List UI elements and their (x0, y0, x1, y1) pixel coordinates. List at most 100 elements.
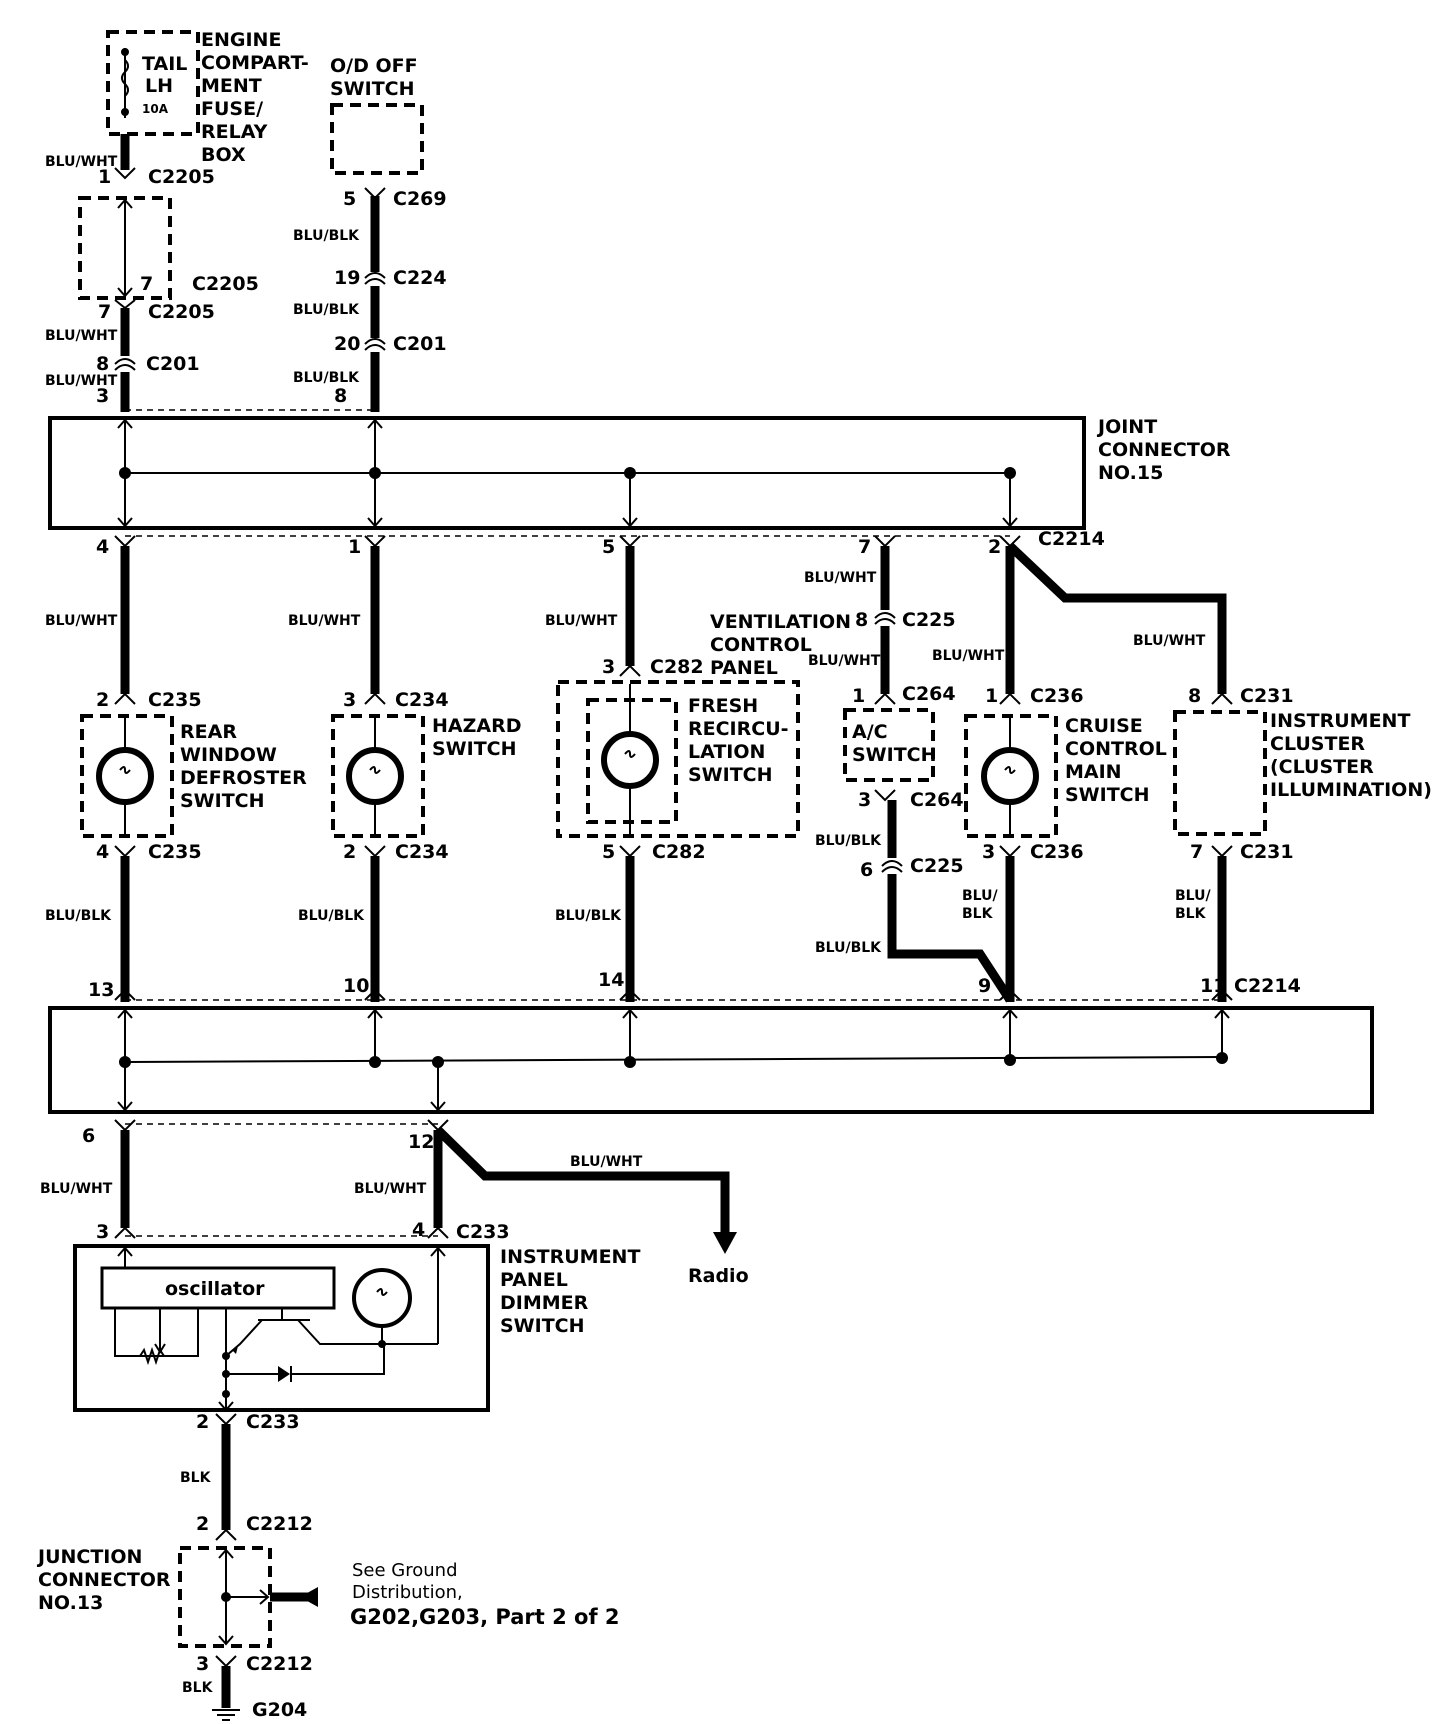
dimmer-title-1: INSTRUMENT (500, 1246, 640, 1268)
wire-label: BLU/BLK (815, 833, 882, 849)
cruise-title-2: CONTROL (1065, 738, 1167, 760)
conn-c264-bot: C264 (910, 789, 964, 811)
conn-c234-top: C234 (395, 689, 449, 711)
jc-low-pin-10: 10 (343, 975, 369, 997)
cruise-title-1: CRUISE (1065, 715, 1143, 737)
conn-c264-top: C264 (902, 683, 956, 705)
fuse-box-title-1: ENGINE (201, 29, 281, 51)
pin-c235-bot: 4 (96, 841, 109, 863)
cluster-title-4: ILLUMINATION) (1270, 779, 1432, 801)
conn-c235-top: C235 (148, 689, 202, 711)
fuse-side: LH (145, 75, 173, 97)
junction13-title-2: CONNECTOR (38, 1569, 171, 1591)
conn-c2205-bot: C2205 (148, 301, 215, 323)
pin-c2205-top: 1 (98, 166, 111, 188)
wire-label: BLU/BLK (293, 302, 360, 318)
hazard-switch: BLU/WHT 3 C234 HAZARD SWITCH 2 C234 BLU/… (288, 546, 522, 1002)
left-feed-wire: BLU/WHT 1 C2205 7 C2205 7 C2205 BLU/WHT … (45, 134, 259, 412)
jc15-title-3: NO.15 (1098, 462, 1163, 484)
pin-c225-top: 8 (855, 609, 868, 631)
ground-note-1: See Ground (352, 1560, 458, 1581)
jc15-pin-4: 4 (96, 536, 109, 558)
ventilation-title-2: CONTROL (710, 634, 812, 656)
conn-c282-bot: C282 (652, 841, 706, 863)
instrument-cluster: BLU/WHT 8 C231 INSTRUMENT CLUSTER (CLUST… (1006, 542, 1432, 1002)
conn-c2205-mid: C2205 (192, 273, 259, 295)
fuse-box-title-2: COMPART- (201, 52, 309, 74)
jc15-pin-7: 7 (858, 536, 871, 558)
defroster-title-2: WINDOW (180, 744, 277, 766)
dimmer-feed-wires: BLU/WHT BLU/WHT BLU/WHT Radio 3 4 C233 (40, 1126, 749, 1287)
dimmer-lamp-icon (352, 1268, 412, 1328)
pin-c234-bot: 2 (343, 841, 356, 863)
lower-joint-connector (48, 1006, 1374, 1114)
pin-c264-bot: 3 (858, 789, 871, 811)
wire-label: BLU/WHT (545, 613, 618, 629)
fuse-box-title-4: FUSE/ (201, 98, 263, 120)
pin-c269: 5 (343, 188, 356, 210)
conn-c224: C224 (393, 267, 447, 289)
dimmer-title-3: DIMMER (500, 1292, 589, 1314)
ground-label: G204 (252, 1699, 307, 1721)
junction13-title-3: NO.13 (38, 1592, 103, 1614)
pin-c264-top: 1 (852, 685, 865, 707)
jc15-pin-1: 1 (348, 536, 361, 558)
fresh-recirc-title-4: SWITCH (688, 764, 773, 786)
jc15-conn-c2214: C2214 (1038, 528, 1105, 550)
hazard-title-1: HAZARD (432, 715, 522, 737)
pin-c236-bot: 3 (982, 841, 995, 863)
wire-label: BLU/WHT (354, 1181, 427, 1197)
pin-c231-top: 8 (1188, 685, 1201, 707)
defroster-title-3: DEFROSTER (180, 767, 307, 789)
wire-label: BLU/BLK (45, 908, 112, 924)
jc15-title-1: JOINT (1096, 416, 1157, 438)
oscillator-label: oscillator (165, 1278, 265, 1300)
conn-c231-top: C231 (1240, 685, 1294, 707)
pin-c2205-bot: 7 (98, 301, 111, 323)
ground-note-2: Distribution, (352, 1582, 463, 1603)
jc-low-pin-6: 6 (82, 1125, 95, 1147)
engine-compartment-fuse-relay-box: TAIL LH 10A ENGINE COMPART- MENT FUSE/ R… (106, 29, 309, 166)
pin-c234-top: 3 (343, 689, 356, 711)
pin-c2212-top: 2 (196, 1513, 209, 1535)
pin-c224: 19 (334, 267, 360, 289)
conn-c225-bot: C225 (910, 855, 964, 877)
fuse-box-title-6: BOX (201, 144, 246, 166)
pin-c2212-bot: 3 (196, 1653, 209, 1675)
conn-c201-right: C201 (393, 333, 447, 355)
wire-label: BLU/BLK (815, 940, 882, 956)
wire-label: BLU/WHT (1133, 633, 1206, 649)
jc-low-pin-11: 11 (1200, 975, 1226, 997)
conn-c269: C269 (393, 188, 447, 210)
jc-low-pin-13: 13 (88, 979, 114, 1001)
cruise-title-3: MAIN (1065, 761, 1122, 783)
conn-c2212-bot: C2212 (246, 1653, 313, 1675)
wire-label: BLU/BLK (293, 228, 360, 244)
ac-switch-title-1: A/C (852, 721, 888, 743)
wire-label: BLK (1175, 906, 1207, 922)
radio-arrow-icon (713, 1232, 737, 1254)
wire-label: BLU/WHT (45, 373, 118, 389)
pin-c233-3: 3 (96, 1221, 109, 1243)
pin-c235-top: 2 (96, 689, 109, 711)
jc-low-conn-c2214: C2214 (1234, 975, 1301, 997)
conn-c236-top: C236 (1030, 685, 1084, 707)
jc-low-pin-12: 12 (408, 1131, 434, 1153)
pin-c201-right: 20 (334, 333, 360, 355)
dimmer-title-4: SWITCH (500, 1315, 585, 1337)
jc-low-pin-14: 14 (598, 969, 624, 991)
fuse-rating: 10A (142, 102, 169, 116)
wire-label: BLU/WHT (45, 613, 118, 629)
conn-c225-top: C225 (902, 609, 956, 631)
jc15-title-2: CONNECTOR (1098, 439, 1231, 461)
pin-c233-4: 4 (412, 1219, 425, 1241)
pin-c225-bot: 6 (860, 859, 873, 881)
pin-c233-2: 2 (196, 1411, 209, 1433)
radio-label: Radio (688, 1265, 749, 1287)
wire-label: BLU/WHT (45, 328, 118, 344)
conn-c233-bot: C233 (246, 1411, 300, 1433)
wire-label: BLU/BLK (298, 908, 365, 924)
wire-label: BLU/WHT (40, 1181, 113, 1197)
pin-c236-top: 1 (985, 685, 998, 707)
junction13-title-1: JUNCTION (36, 1546, 142, 1568)
